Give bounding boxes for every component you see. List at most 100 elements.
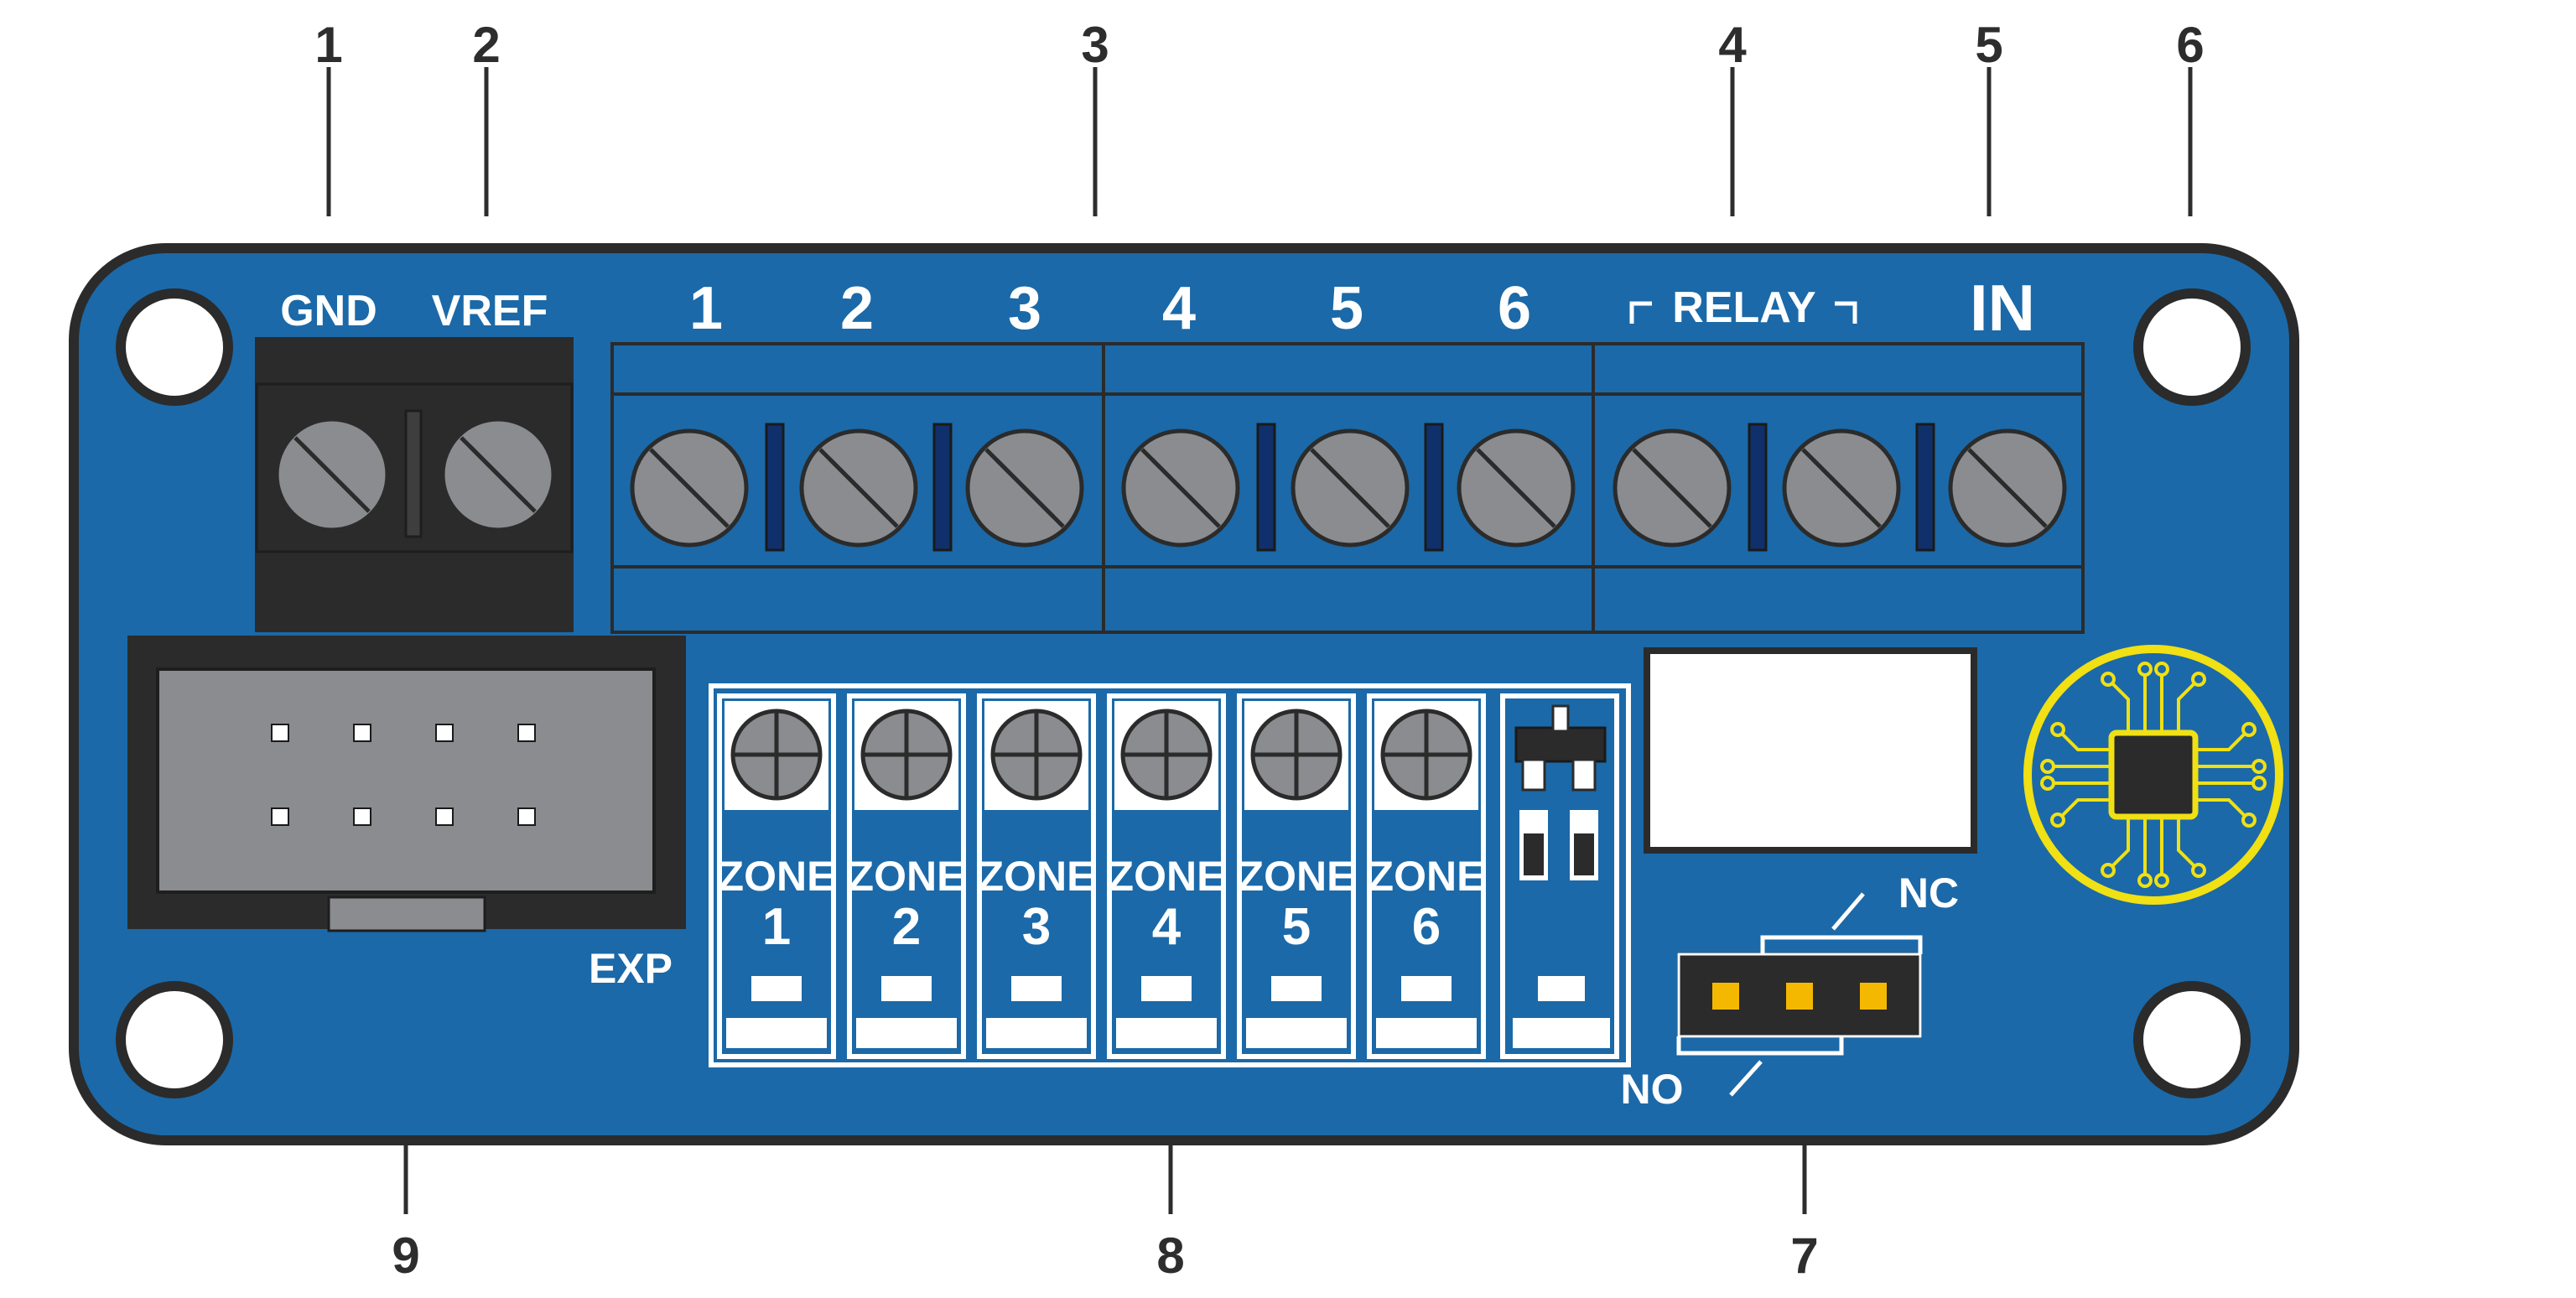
zone-pad (726, 1018, 827, 1048)
terminal-label-6: 6 (1498, 275, 1531, 342)
slotted-screw-icon[interactable] (440, 417, 556, 532)
zone-4-word: ZONE (1109, 853, 1225, 900)
mounting-hole-icon (116, 981, 233, 1098)
callout-9: 9 (392, 1228, 419, 1284)
zone-led-pad (751, 976, 802, 1001)
exp-pin-icon (271, 807, 289, 826)
zone-3-trimpot[interactable] (990, 709, 1083, 801)
zone-pad (856, 1018, 957, 1048)
slotted-screw-icon[interactable] (1782, 428, 1901, 548)
exp-label: EXP (589, 945, 673, 992)
callout-5: 5 (1975, 17, 2002, 73)
exp-pin-icon (517, 807, 536, 826)
zone-5-word: ZONE (1239, 853, 1355, 900)
relay-mode-jumper[interactable] (1676, 892, 1923, 1097)
in-label: IN (1970, 271, 2035, 345)
zone-4-trimpot[interactable] (1120, 709, 1213, 801)
terminal-label-2: 2 (840, 275, 874, 342)
zone-2-trimpot[interactable] (860, 709, 953, 801)
zone-2-word: ZONE (849, 853, 965, 900)
callout-4: 4 (1718, 17, 1747, 73)
zone-pad (1246, 1018, 1347, 1048)
relay-bracket-left (1629, 301, 1652, 324)
relay-component (1644, 647, 1977, 854)
exp-pin-icon (271, 724, 289, 742)
zone-pad (1376, 1018, 1477, 1048)
jumper-pin-icon (1860, 983, 1887, 1010)
relay-label: RELAY (1672, 283, 1815, 332)
jumper-pin-icon (1786, 983, 1813, 1010)
callout-7: 7 (1790, 1228, 1818, 1284)
slotted-screw-icon[interactable] (1291, 428, 1410, 548)
mounting-holes (116, 288, 2251, 1098)
callout-6: 6 (2176, 17, 2204, 73)
mounting-hole-icon (2133, 981, 2251, 1098)
zone-6-word: ZONE (1368, 853, 1485, 900)
terminal-label-4: 4 (1162, 275, 1196, 342)
zone-pad (986, 1018, 1087, 1048)
slotted-screw-icon[interactable] (1457, 428, 1576, 548)
slotted-screw-icon[interactable] (1613, 428, 1732, 548)
zone-led-pad (1141, 976, 1192, 1001)
slotted-screw-icon[interactable] (274, 417, 390, 532)
terminal-label-1: 1 (689, 275, 723, 342)
exp-pins (271, 724, 536, 826)
mounting-hole-icon (116, 288, 233, 406)
exp-pin-icon (517, 724, 536, 742)
slotted-screw-icon[interactable] (630, 428, 749, 548)
zone-2-number: 2 (892, 898, 921, 956)
jumper-pin-icon (1712, 983, 1739, 1010)
microchip-logo-icon (2023, 645, 2283, 905)
zone-led-pad (1271, 976, 1322, 1001)
terminal-separators (765, 423, 1935, 552)
slotted-screw-icon[interactable] (965, 428, 1084, 548)
zone-6-number: 6 (1412, 898, 1441, 956)
vref-label: VREF (432, 287, 548, 335)
nc-label: NC (1898, 870, 1959, 916)
terminal-screws (630, 428, 2067, 548)
callout-8: 8 (1156, 1228, 1184, 1284)
callout-2: 2 (472, 17, 500, 73)
exp-pin-icon (353, 807, 371, 826)
exp-pin-icon (353, 724, 371, 742)
zone-led-pad (881, 976, 932, 1001)
zone-led-pad (1011, 976, 1062, 1001)
zone-3-word: ZONE (979, 853, 1095, 900)
exp-pin-icon (435, 724, 454, 742)
zone-1-number: 1 (762, 898, 791, 956)
zone-1-word: ZONE (719, 853, 835, 900)
zone-pad (1116, 1018, 1217, 1048)
slotted-screw-icon[interactable] (799, 428, 918, 548)
slotted-screw-icon[interactable] (1121, 428, 1240, 548)
zone-6-trimpot[interactable] (1380, 709, 1472, 801)
terminal-label-3: 3 (1008, 275, 1041, 342)
gnd-vref-terminal-block (255, 337, 574, 632)
zone-4-number: 4 (1152, 898, 1182, 956)
mounting-hole-icon (2133, 288, 2251, 406)
exp-pin-icon (435, 807, 454, 826)
relay-bracket-right (1835, 301, 1857, 324)
zone-5-trimpot[interactable] (1250, 709, 1343, 801)
callout-1: 1 (314, 17, 342, 73)
no-label: NO (1621, 1066, 1684, 1113)
terminal-label-5: 5 (1330, 275, 1363, 342)
callout-3: 3 (1081, 17, 1109, 73)
zone-terminal-block (610, 342, 2085, 634)
gnd-label: GND (280, 287, 377, 335)
zone-5-number: 5 (1282, 898, 1311, 956)
zone-3-number: 3 (1022, 898, 1051, 956)
slotted-screw-icon[interactable] (1948, 428, 2067, 548)
zone-1-trimpot[interactable] (730, 709, 823, 801)
zone-led-pad (1401, 976, 1452, 1001)
zone-panel (709, 683, 1631, 1067)
exp-connector[interactable] (127, 636, 686, 932)
zone-jumper-column (1500, 693, 1619, 1059)
